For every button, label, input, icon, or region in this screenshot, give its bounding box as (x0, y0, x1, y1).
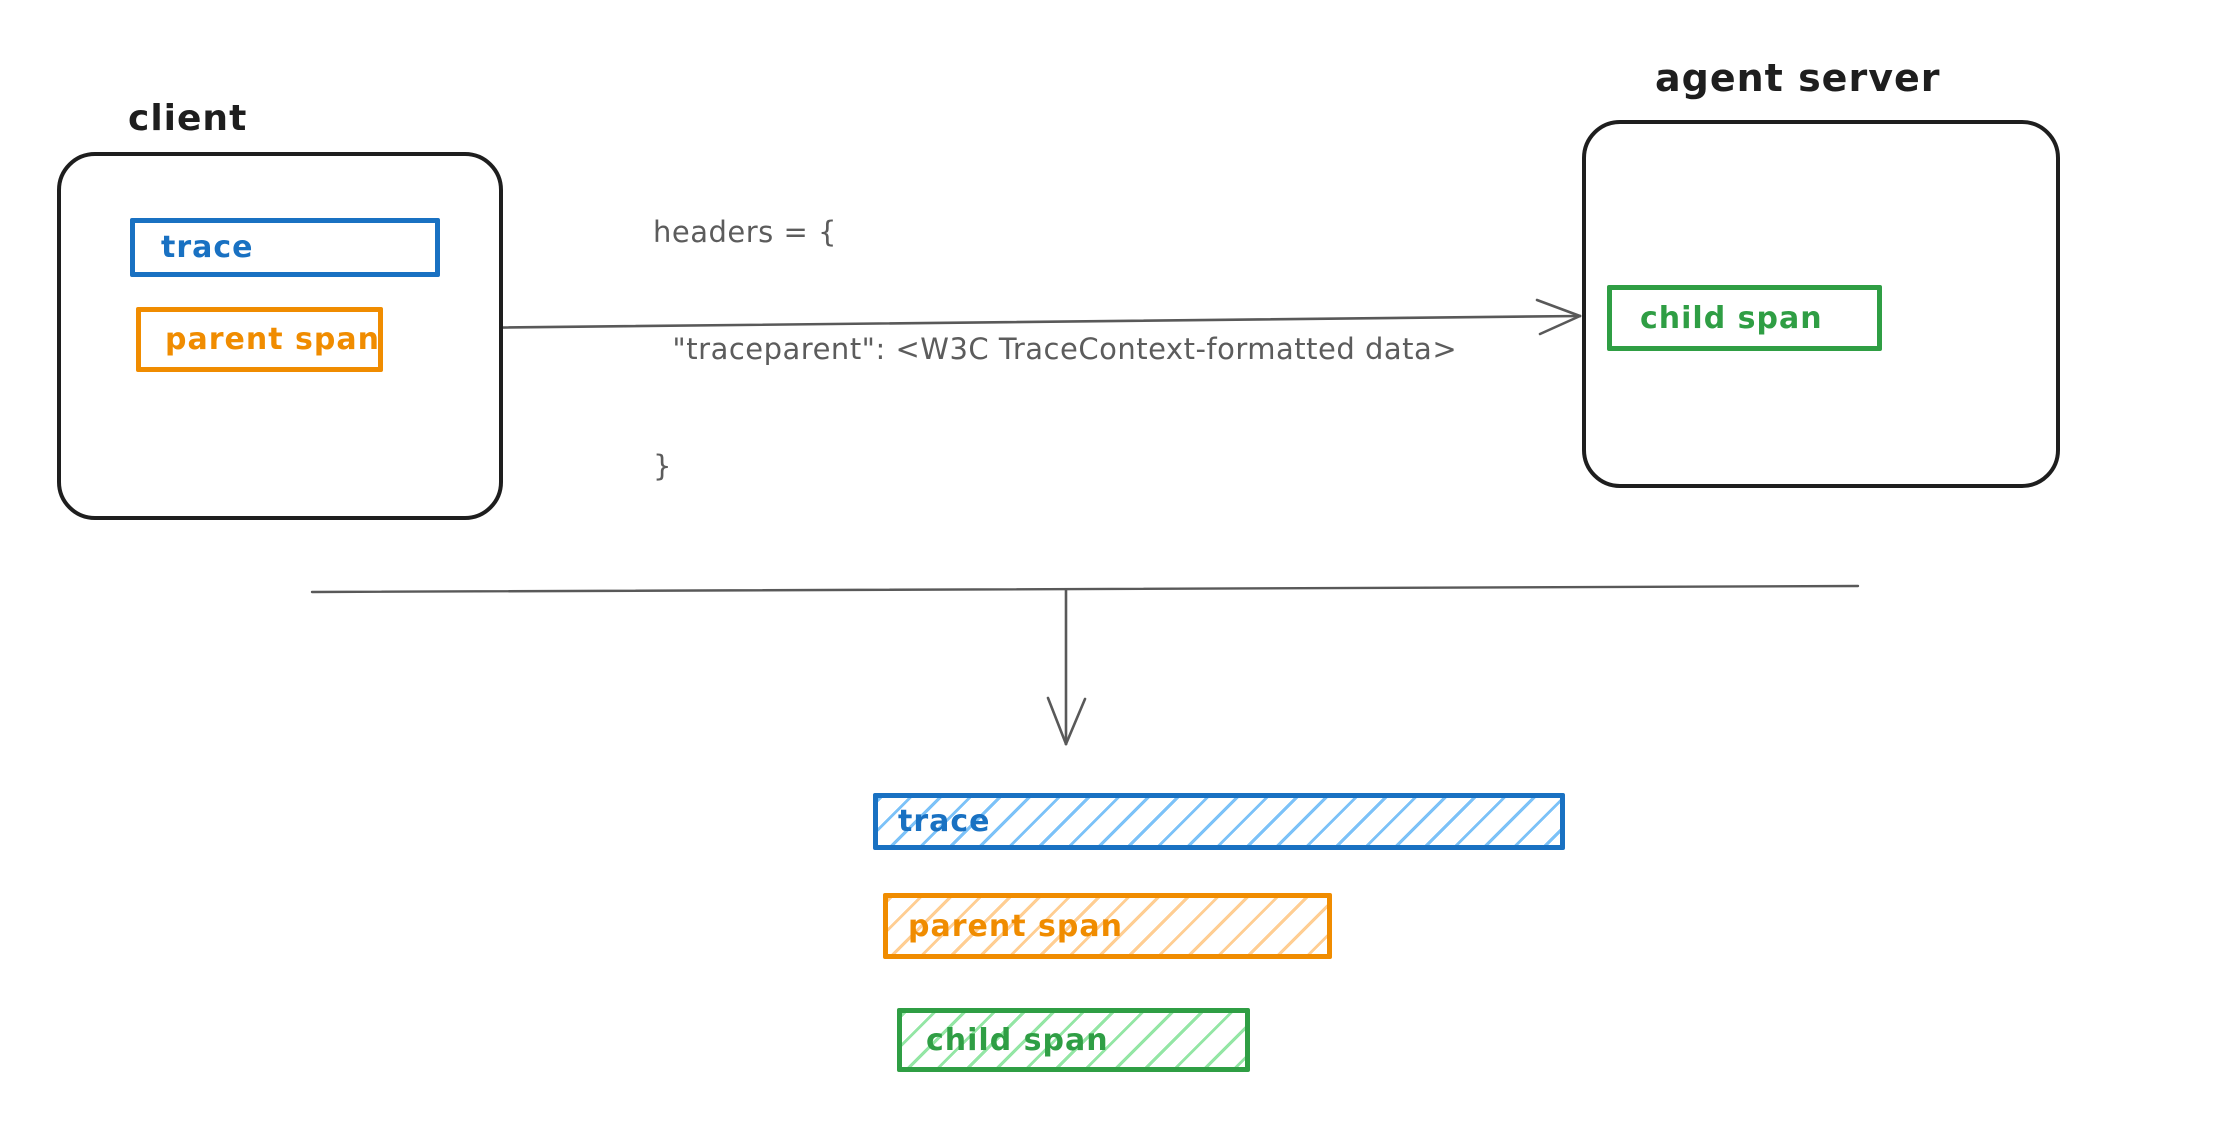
timeline-child-span-label: child span (926, 1022, 1109, 1058)
agent-server-title: agent server (1655, 56, 1941, 100)
timeline-line (310, 584, 1860, 594)
timeline-parent-span-bar: parent span (883, 893, 1332, 959)
client-parent-span-box: parent span (136, 307, 383, 372)
timeline-child-span-bar: child span (897, 1008, 1250, 1072)
headers-annotation: headers = { "traceparent": <W3C TraceCon… (653, 135, 1457, 564)
agent-child-span-label: child span (1640, 300, 1823, 336)
client-parent-span-label: parent span (165, 322, 380, 357)
agent-child-span-box: child span (1607, 285, 1882, 351)
timeline-parent-span-label: parent span (908, 908, 1123, 944)
timeline-down-arrow (1046, 588, 1087, 746)
client-title: client (128, 98, 248, 139)
client-trace-label: trace (161, 230, 254, 265)
timeline-trace-label: trace (898, 804, 991, 839)
headers-annotation-line2: "traceparent": <W3C TraceContext-formatt… (653, 332, 1458, 366)
timeline-trace-bar: trace (873, 793, 1565, 850)
client-trace-box: trace (130, 218, 440, 277)
headers-annotation-line1: headers = { (653, 215, 837, 249)
headers-annotation-line3: } (653, 449, 672, 483)
